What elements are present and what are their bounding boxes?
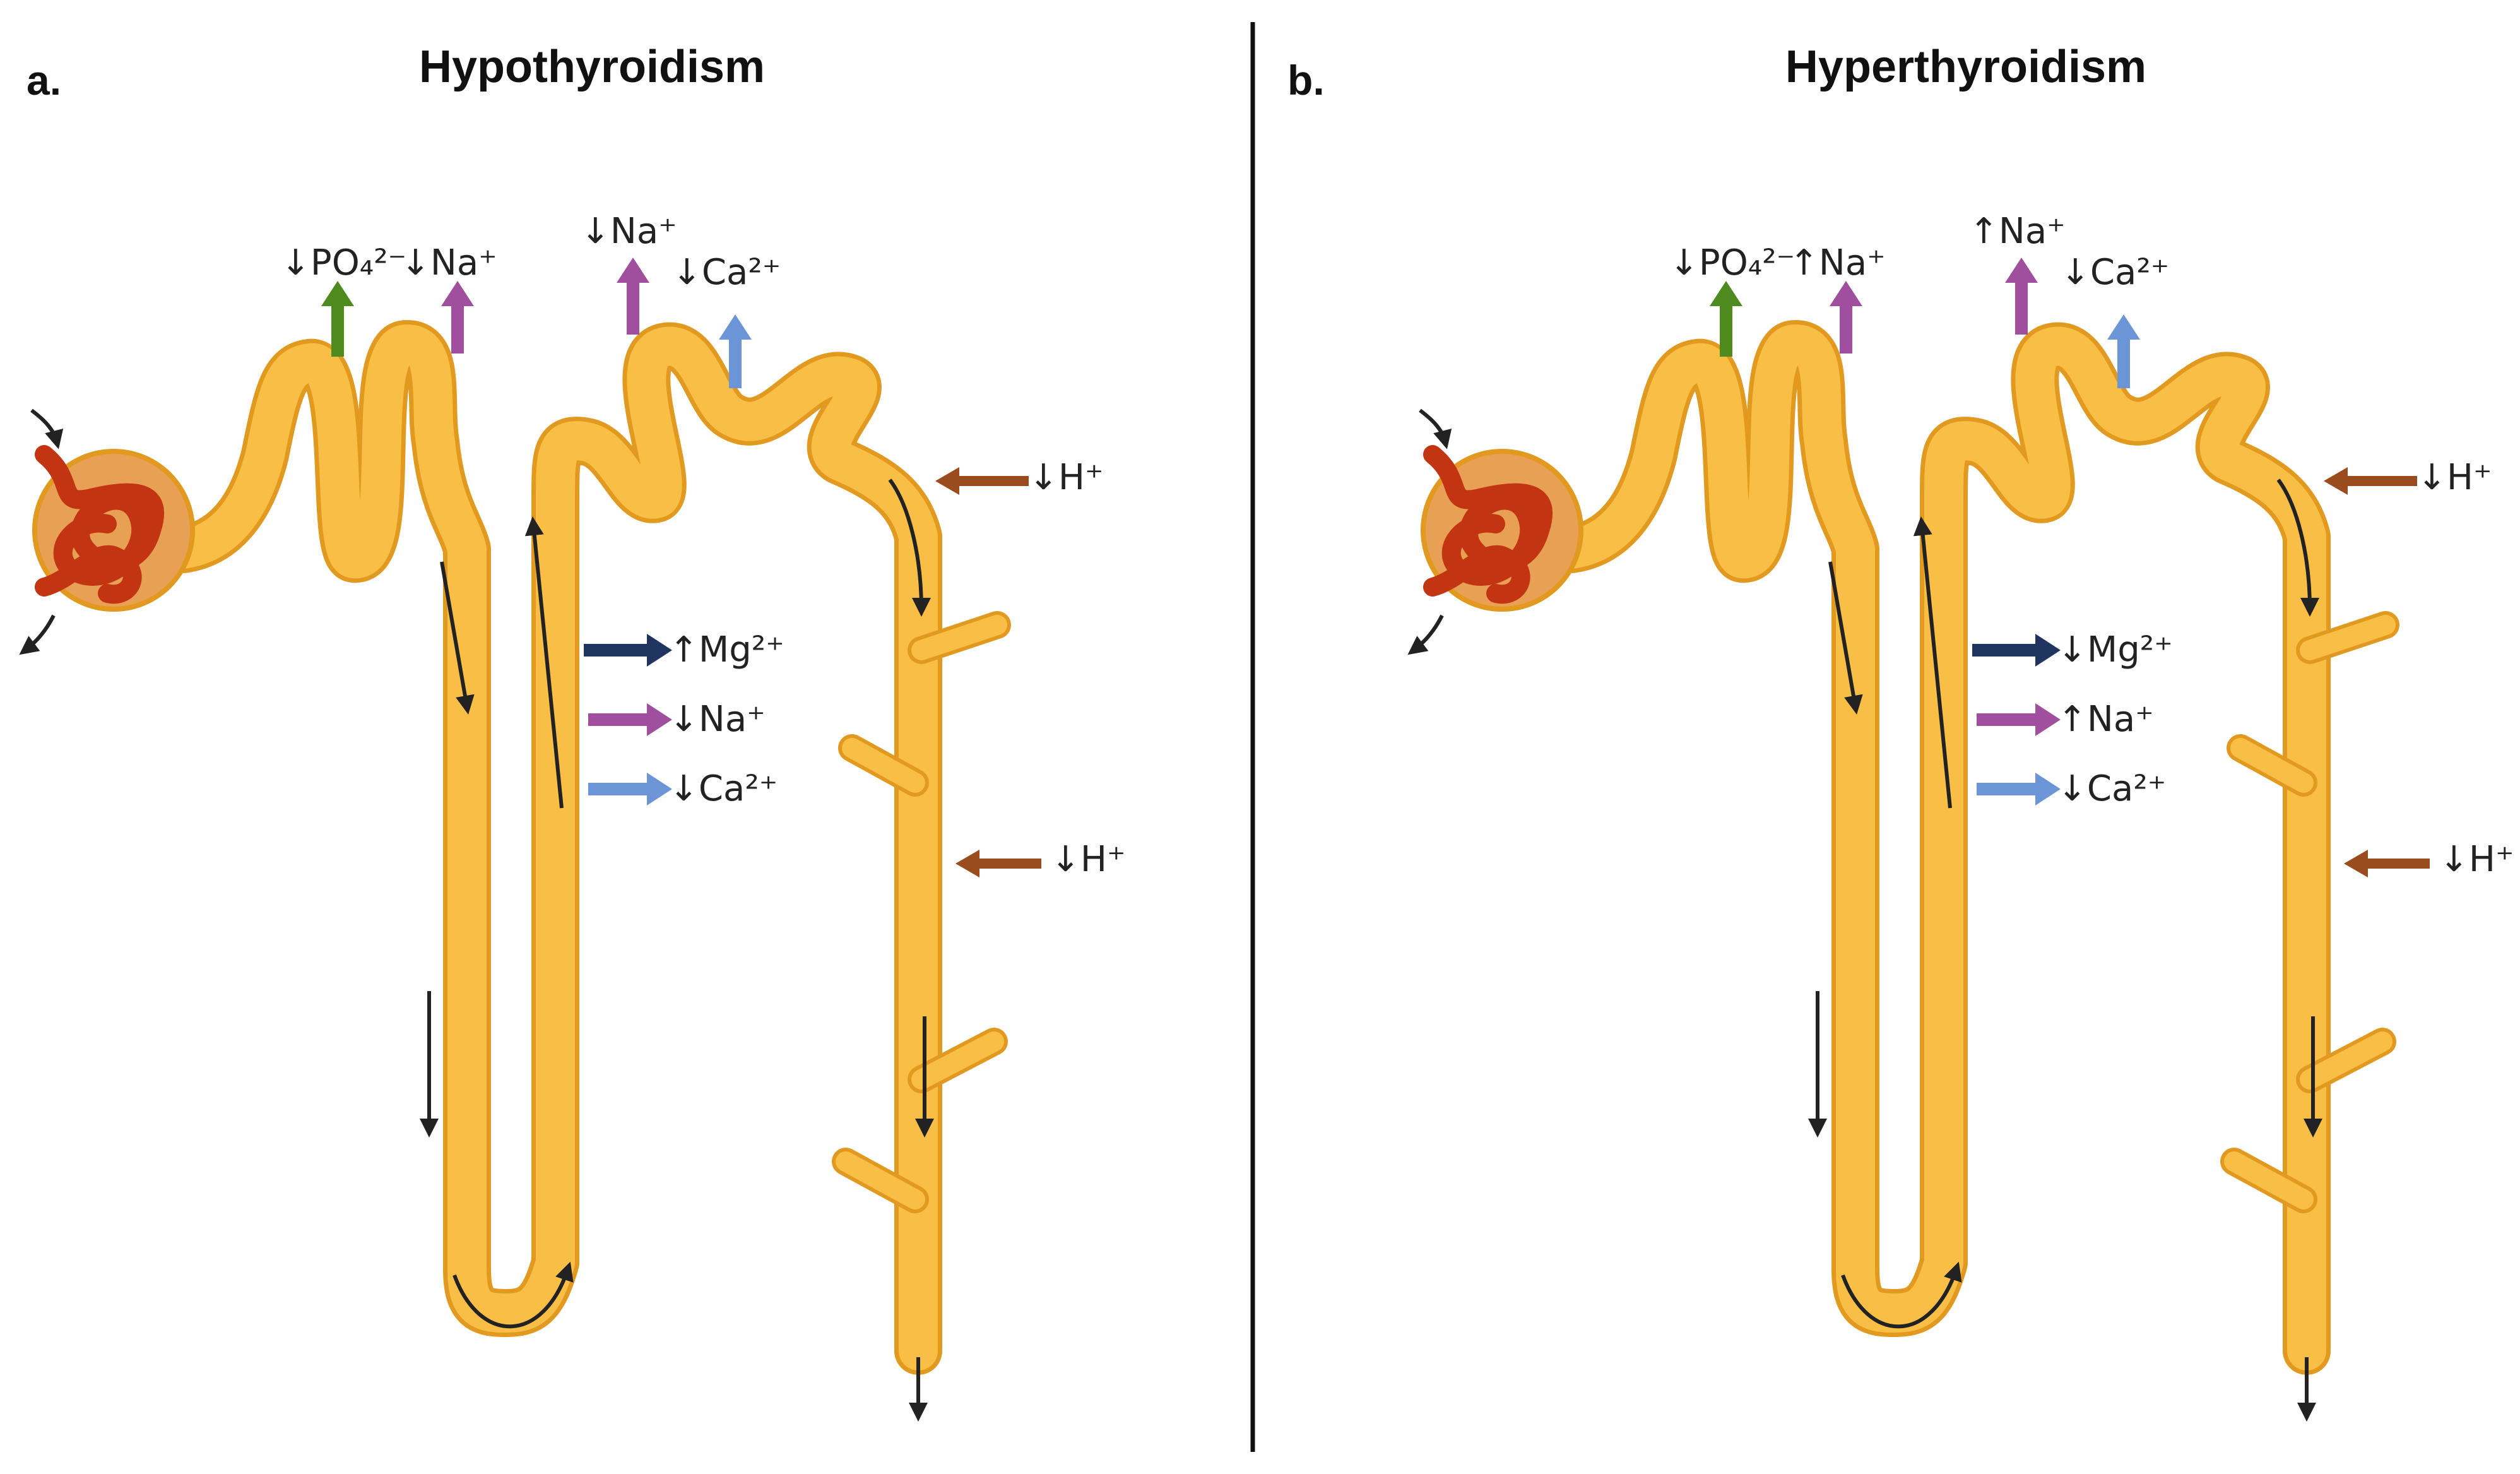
pct-sodium-arrowhead: [1830, 281, 1862, 306]
nephron-diagram: ↓PO₄²⁻ ↓Na⁺ ↓Na⁺ ↓Ca²⁺ ↓H⁺ ↓H⁺ ↑Mg²⁺ ↓Na…: [19, 211, 1126, 1422]
tal-sodium-label: ↑Na⁺: [2057, 699, 2154, 740]
phosphate-reabsorption-arrowhead: [1710, 281, 1742, 306]
cd-proton-upper-arrowhead: [935, 467, 959, 495]
cd-proton-upper-arrowhead: [2324, 467, 2348, 495]
collecting-duct-branch: [2300, 615, 2396, 660]
dct-calcium-arrowhead: [2107, 314, 2140, 340]
collecting-duct-branch: [842, 738, 925, 793]
descending-flow-arrow: [440, 561, 475, 715]
capillary-tuft: [1423, 545, 1530, 604]
transport-arrows: [321, 258, 1041, 877]
tal-magnesium-label: ↑Mg²⁺: [669, 629, 784, 670]
phosphate-reabsorption-arrowhead: [321, 281, 354, 306]
pct-sodium-label: ↓Na⁺: [401, 242, 497, 283]
ion-labels: ↓PO₄²⁻ ↑Na⁺ ↑Na⁺ ↓Ca²⁺ ↓H⁺ ↓H⁺ ↓Mg²⁺ ↑Na…: [1669, 211, 2514, 880]
dct-calcium-arrowhead: [719, 314, 752, 340]
tal-calcium-arrowhead: [2035, 773, 2061, 805]
ascending-flow-arrow: [1913, 516, 1952, 809]
dct-sodium-label: ↑Na⁺: [1969, 211, 2066, 252]
dct-sodium-arrowhead: [2005, 258, 2038, 283]
collecting-duct-branch: [836, 1151, 925, 1210]
transport-arrows: [1710, 258, 2430, 877]
cd-proton-lower-arrowhead: [2344, 850, 2368, 877]
nephron-tubule: [1547, 320, 2399, 1375]
panel-title: Hypothyroidism: [419, 42, 765, 92]
loop-turn-arrow: [1841, 1261, 1962, 1329]
flow-arrows: [19, 408, 934, 1422]
panel-letter: b.: [1287, 57, 1325, 104]
collecting-duct-branch: [2230, 738, 2314, 793]
tal-sodium-label: ↓Na⁺: [669, 699, 766, 740]
dct-sodium-arrowhead: [617, 258, 649, 283]
cd-proton-upper-label: ↓H⁺: [2417, 457, 2492, 498]
cd-proton-upper-label: ↓H⁺: [1029, 457, 1104, 498]
tubule-lumen: [163, 324, 938, 1370]
cd-proton-lower-label: ↓H⁺: [1051, 839, 1126, 880]
nephron-tubule: [159, 320, 1011, 1375]
cd-proton-lower-arrowhead: [955, 850, 979, 877]
dct-calcium-label: ↓Ca²⁺: [2061, 252, 2169, 293]
glomerulus: [32, 445, 195, 612]
panel-title: Hyperthyroidism: [1785, 42, 2146, 92]
dct-calcium-label: ↓Ca²⁺: [672, 252, 781, 293]
nephron-diagram: ↓PO₄²⁻ ↑Na⁺ ↑Na⁺ ↓Ca²⁺ ↓H⁺ ↓H⁺ ↓Mg²⁺ ↑Na…: [1407, 211, 2514, 1422]
ion-labels: ↓PO₄²⁻ ↓Na⁺ ↓Na⁺ ↓Ca²⁺ ↓H⁺ ↓H⁺ ↑Mg²⁺ ↓Na…: [281, 211, 1126, 880]
tal-calcium-label: ↓Ca²⁺: [2057, 768, 2166, 809]
efferent-flow-arrow: [19, 614, 56, 655]
cd-proton-lower-label: ↓H⁺: [2439, 839, 2514, 880]
panel-letter: a.: [27, 57, 61, 104]
capillary-tuft: [35, 545, 142, 604]
ascending-flow-arrow: [524, 516, 564, 809]
glomerulus: [1421, 445, 1583, 612]
pct-phosphate-label: ↓PO₄²⁻: [1669, 242, 1795, 283]
tal-magnesium-arrowhead: [2035, 634, 2061, 667]
tal-sodium-arrowhead: [2035, 703, 2061, 736]
panel-hypothyroidism: a. Hypothyroidism: [19, 42, 1126, 1422]
descending-flow-arrow: [1828, 561, 1863, 715]
cd-flow-arrow: [2276, 478, 2319, 617]
afferent-flow-arrow: [30, 408, 64, 449]
cd-flow-arrow: [888, 478, 931, 617]
tal-sodium-arrowhead: [647, 703, 672, 736]
tal-magnesium-arrowhead: [647, 634, 672, 667]
collecting-duct-branch: [2300, 1031, 2393, 1090]
tal-calcium-label: ↓Ca²⁺: [669, 768, 778, 809]
collecting-duct-branch: [911, 1031, 1004, 1090]
loop-turn-arrow: [453, 1261, 574, 1329]
pct-phosphate-label: ↓PO₄²⁻: [281, 242, 406, 283]
collecting-duct-branch: [2224, 1151, 2314, 1210]
efferent-flow-arrow: [1407, 614, 1444, 655]
tubule-lumen: [1552, 324, 2326, 1370]
flow-arrows: [1407, 408, 2322, 1422]
panel-hyperthyroidism: b. Hyperthyroidism: [1287, 42, 2514, 1422]
pct-sodium-label: ↑Na⁺: [1789, 242, 1886, 283]
collecting-duct-branch: [911, 615, 1007, 660]
pct-sodium-arrowhead: [441, 281, 474, 306]
afferent-flow-arrow: [1419, 408, 1452, 449]
tal-calcium-arrowhead: [647, 773, 672, 805]
tal-magnesium-label: ↓Mg²⁺: [2057, 629, 2173, 670]
dct-sodium-label: ↓Na⁺: [581, 211, 677, 252]
